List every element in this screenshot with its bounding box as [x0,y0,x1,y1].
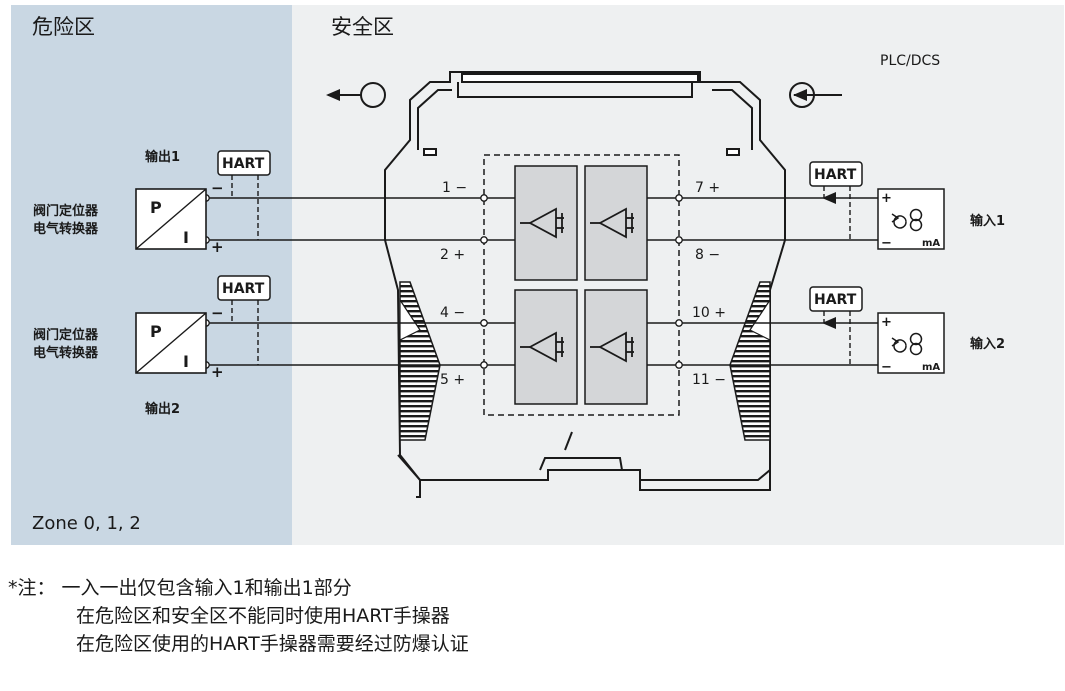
terminal-8-label: 8 − [695,247,720,263]
note-line-3: 在危险区使用的HART手操器需要经过防爆认证 [76,633,469,655]
terminal-10-label: 10 + [692,305,726,321]
output-direction-icon [326,82,386,108]
converter-1-minus: − [211,179,224,197]
zone-classification-label: Zone 0, 1, 2 [32,513,141,534]
terminal-4-label: 4 − [440,305,465,321]
hart-tap-left-1 [217,150,271,240]
note-line-1: *注： 一入一出仅包含输入1和输出1部分 [8,577,352,599]
converter-2-plus: + [211,363,224,381]
converter-1 [135,188,207,250]
source-1-minus: − [881,236,892,251]
current-source-2 [877,312,945,374]
hart-label-left-2: HART [222,281,265,297]
input1-label: 输入1 [970,213,1005,229]
hart-tap-left-2 [217,275,271,365]
hart-label-left-1: HART [222,156,265,172]
terminal-7-label: 7 + [695,180,720,196]
terminal-11-label: 11 − [692,372,726,388]
source-2-minus: − [881,360,892,375]
plc-dcs-label: PLC/DCS [880,53,940,69]
channel2-wires [206,322,878,366]
safe-zone-title: 安全区 [331,15,394,39]
terminal-2-label: 2 + [440,247,465,263]
hart-tap-right-1 [809,161,863,240]
isolation-boundary [483,154,680,416]
hazardous-zone-panel [11,5,292,545]
converter-1-plus: + [211,238,224,256]
source-2-ma: mA [922,362,940,373]
terminal-1-label: 1 − [442,180,467,196]
converter-2 [135,312,207,374]
hart-label-right-2: HART [814,292,857,308]
hart-tap-right-2 [809,286,863,365]
source-2-plus: + [881,315,892,330]
hazardous-zone-title: 危险区 [32,15,95,39]
source-1-plus: + [881,191,892,206]
source-1-ma: mA [922,238,940,249]
device1-line1: 阀门定位器 [33,203,99,219]
converter-2-p: P [150,322,162,341]
converter-2-i: I [183,352,189,371]
notes-block: *注： 一入一出仅包含输入1和输出1部分 在危险区和安全区不能同时使用HART手… [8,574,469,658]
converter-2-minus: − [211,304,224,322]
output2-caption: 输出2 [145,401,180,417]
output1-caption: 输出1 [145,149,180,165]
hart-label-right-1: HART [814,167,857,183]
device2-line2: 电气转换器 [33,345,99,361]
converter-1-p: P [150,198,162,217]
device1-line2: 电气转换器 [33,221,99,237]
terminal-5-label: 5 + [440,372,465,388]
safe-zone-panel [292,5,1064,545]
input2-label: 输入2 [970,336,1005,352]
amplifier-symbols [520,207,634,363]
input-direction-icon [789,82,842,108]
converter-1-i: I [183,228,189,247]
note-line-2: 在危险区和安全区不能同时使用HART手操器 [76,605,450,627]
device2-line1: 阀门定位器 [33,327,99,343]
isolator-housing [384,71,786,498]
current-source-1 [877,188,945,250]
